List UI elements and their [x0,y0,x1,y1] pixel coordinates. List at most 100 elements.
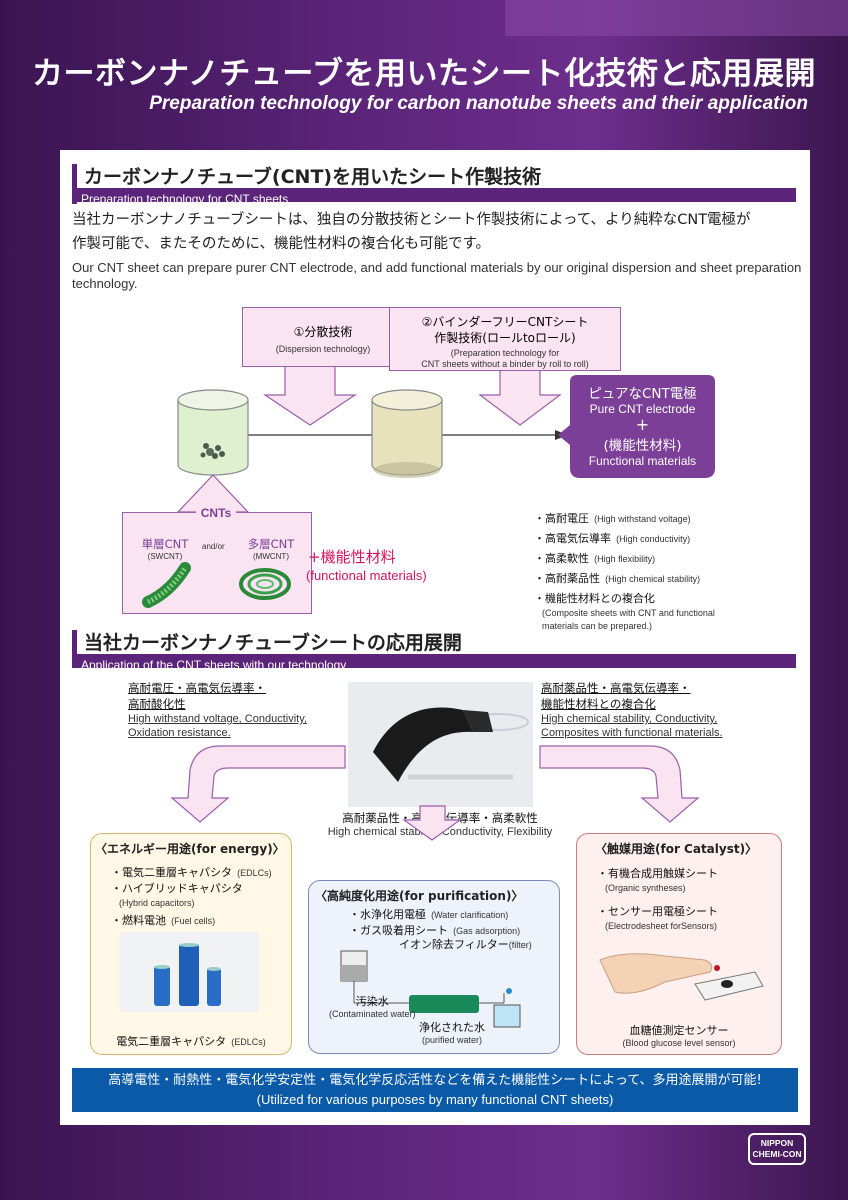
catalyst-item-2-en: (Electrodesheet forSensors) [605,921,718,931]
step1-title: ①分散技術 [293,325,353,339]
mwcnt-label: 多層CNT (MWCNT) [236,536,306,561]
feature-3: ・高柔軟性 (High flexibility) [534,552,656,565]
step2-title2: 作製技術(ロールtoロール) [434,331,576,345]
feature-list: ・高耐電圧 (High withstand voltage) ・高電気伝導率 (… [534,508,715,633]
left-prop-en1: High withstand voltage, Conductivity, [128,713,307,725]
left-prop-en2: Oxidation resistance. [128,727,231,739]
plus-functional-ja: +機能性材料 [308,548,396,566]
right-properties: 高耐薬品性・高電気伝導率・ 機能性材料との複合化 High chemical s… [541,680,723,740]
cnt-sheet-curl [373,707,473,782]
mwcnt-en: (MWCNT) [253,552,289,561]
swcnt-ja: 単層CNT [141,537,189,551]
left-properties: 高耐電圧・高電気伝導率・ 高耐酸化性 High withstand voltag… [128,680,307,740]
catalyst-title: 〈触媒用途(for Catalyst)〉 [595,842,758,856]
cnt-sheet-edge [463,710,493,732]
hand-icon [599,953,713,994]
process-diagram [176,354,715,523]
right-prop-en2: Composites with functional materials. [541,727,723,739]
section1-title: カーボンナノチューブ(CNT)を用いたシート作製技術 [84,166,542,188]
feature-5-en2: materials can be prepared.) [542,621,653,631]
page-subtitle: Preparation technology for carbon nanotu… [149,93,808,114]
section1-en-bar: Preparation technology for CNT sheets [77,188,796,206]
right-curved-arrow [539,745,700,823]
step1-en: (Dispersion technology) [275,344,371,354]
energy-item-1: ・電気二重層キャパシタ (EDLCs) [111,866,272,879]
step2-title1: ②バインダーフリーCNTシート [421,315,589,329]
content-panel: カーボンナノチューブ(CNT)を用いたシート作製技術 Preparation t… [60,150,810,1125]
capacitor-large [179,944,199,1006]
glucose-sensor-illustration [599,953,764,1001]
energy-item-2: ・ハイブリッドキャパシタ [111,882,243,895]
filter-label: イオン除去フィルター(filter) [399,938,532,951]
step2-box: ②バインダーフリーCNTシート 作製技術(ロールtoロール) (Preparat… [389,307,621,371]
left-prop-ja1: 高耐電圧・高電気伝導率・ [128,681,266,695]
feature-1: ・高耐電圧 (High withstand voltage) [534,512,691,525]
swcnt-en: (SWCNT) [147,552,183,561]
section2-marker [72,630,77,668]
result-text: ピュアなCNT電極 Pure CNT electrode + (機能性材料) F… [570,382,715,468]
purification-title: 〈高純度化用途(for purification)〉 [315,889,524,903]
section2-en-bar: Application of the CNT sheets with our t… [77,654,796,672]
energy-item-2-en: (Hybrid capacitors) [119,898,195,908]
result-plus: + [635,415,650,434]
right-prop-ja1: 高耐薬品性・高電気伝導率・ [541,681,691,695]
section1-intro-ja: 当社カーボンナノチューブシートは、独自の分散技術とシート作製技術によって、より純… [72,208,802,256]
summary-en: (Utilized for various purposes by many f… [256,1092,614,1107]
section2-title-en: Application of the CNT sheets with our t… [81,658,347,672]
result-bubble [558,375,715,478]
feature-5-en1: (Composite sheets with CNT and functiona… [542,608,715,618]
clean-water-container [493,1004,521,1028]
right-prop-en1: High chemical stability, Conductivity, [541,713,718,725]
result-line1: ピュアなCNT電極 [588,386,697,402]
section1-marker [72,164,77,204]
section1-title-en: Preparation technology for CNT sheets [81,192,289,206]
energy-item-3: ・燃料電池 (Fuel cells) [111,914,216,927]
summary-banner: 高導電性・耐熱性・電気化学安定性・電気化学反応活性などを備えた機能性シートによっ… [72,1068,798,1112]
feature-2: ・高電気伝導率 (High conductivity) [534,532,691,545]
intro-ja-line2: 作製可能で、またそのために、機能性材料の複合化も可能です。 [72,236,491,252]
cnts-andor: and/or [202,542,225,551]
cnt-illustration [142,562,291,608]
step2-en2: CNT sheets without a binder by roll to r… [421,359,589,369]
edlc-photo [119,932,259,1012]
catalyst-item-2: ・センサー用電極シート [597,905,718,918]
intro-ja-line1: 当社カーボンナノチューブシートは、独自の分散技術とシート作製技術によって、より純… [72,212,751,228]
left-curved-arrow [170,745,346,823]
beaker-sheet [371,389,443,478]
center-down-arrow [402,805,462,841]
step2-en1: (Preparation technology for [450,348,560,358]
result-line2: Pure CNT electrode [589,402,696,416]
result-line3: (機能性材料) [603,438,682,454]
catalyst-caption: 血糖値測定センサー (Blood glucose level sensor) [622,1024,736,1048]
purification-list: ・水浄化用電極 (Water clarification) ・ガス吸着用シート … [349,906,559,938]
energy-box: 〈エネルギー用途(for energy)〉 ・電気二重層キャパシタ (EDLCs… [90,833,292,1055]
company-logo: NIPPON CHEMI-CON [748,1133,806,1165]
mwcnt-ja: 多層CNT [247,537,295,551]
catalyst-item-1: ・有機合成用触媒シート [597,867,718,880]
mwcnt-coil-icon [239,568,291,600]
energy-list: ・電気二重層キャパシタ (EDLCs) ・ハイブリッドキャパシタ (Hybrid… [111,863,291,929]
summary-ja: 高導電性・耐熱性・電気化学安定性・電気化学反応活性などを備えた機能性シートによっ… [108,1073,762,1088]
catalyst-list: ・有機合成用触媒シート (Organic syntheses) ・センサー用電極… [597,867,781,933]
catalyst-box: 〈触媒用途(for Catalyst)〉 ・有機合成用触媒シート (Organi… [576,833,782,1055]
purification-item-2: ・ガス吸着用シート (Gas adsorption) [349,924,521,937]
purification-item-1: ・水浄化用電極 (Water clarification) [349,908,509,921]
cnts-label: CNTs [196,506,236,520]
section1-intro-en: Our CNT sheet can prepare purer CNT elec… [72,260,802,291]
feature-4: ・高耐薬品性 (High chemical stability) [534,572,701,585]
swcnt-tube-icon [142,562,191,608]
energy-caption: 電気二重層キャパシタ (EDLCs) [116,1035,266,1048]
purification-diagram [340,950,521,1028]
energy-title: 〈エネルギー用途(for energy)〉 [95,842,285,856]
right-prop-ja2: 機能性材料との複合化 [541,697,656,711]
dirty-water-label: 汚染水 (Contaminated water) [329,995,416,1019]
left-prop-ja2: 高耐酸化性 [128,697,186,711]
swcnt-label: 単層CNT (SWCNT) [130,536,200,561]
cnts-box [122,512,312,614]
page-title: カーボンナノチューブを用いたシート化技術と応用展開 [31,56,817,92]
application-arrows [170,745,700,841]
section2-title: 当社カーボンナノチューブシートの応用展開 [84,632,462,654]
capacitor-small [207,968,221,1006]
plus-functional-en: (functional materials) [306,568,427,583]
